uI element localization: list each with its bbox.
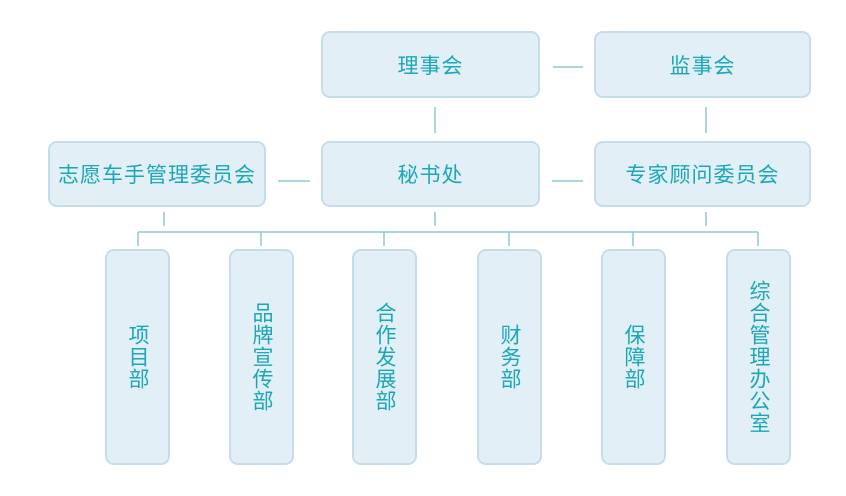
secretariat-label: 秘书处 — [397, 163, 464, 187]
department-box: 合作发展部 — [352, 249, 417, 465]
department-box: 品牌宣传部 — [229, 249, 294, 465]
volunteer-committee-box: 志愿车手管理委员会 — [48, 141, 266, 207]
supervisors-box: 监事会 — [594, 31, 811, 98]
board-label: 理事会 — [397, 53, 464, 78]
department-label: 项目部 — [126, 324, 150, 390]
department-label: 品牌宣传部 — [250, 302, 274, 412]
supervisors-label: 监事会 — [669, 53, 736, 78]
department-label: 保障部 — [622, 324, 646, 390]
department-box: 财务部 — [477, 249, 542, 465]
volunteer-committee-label: 志愿车手管理委员会 — [58, 163, 256, 187]
board-box: 理事会 — [321, 31, 540, 98]
department-box: 保障部 — [601, 249, 666, 465]
department-box: 综合管理办公室 — [726, 249, 791, 465]
department-label: 合作发展部 — [373, 302, 397, 412]
department-box: 项目部 — [105, 249, 170, 465]
expert-committee-box: 专家顾问委员会 — [594, 141, 811, 207]
expert-committee-label: 专家顾问委员会 — [625, 163, 780, 187]
department-label: 综合管理办公室 — [747, 280, 771, 434]
secretariat-box: 秘书处 — [321, 141, 540, 207]
department-label: 财务部 — [498, 324, 522, 390]
